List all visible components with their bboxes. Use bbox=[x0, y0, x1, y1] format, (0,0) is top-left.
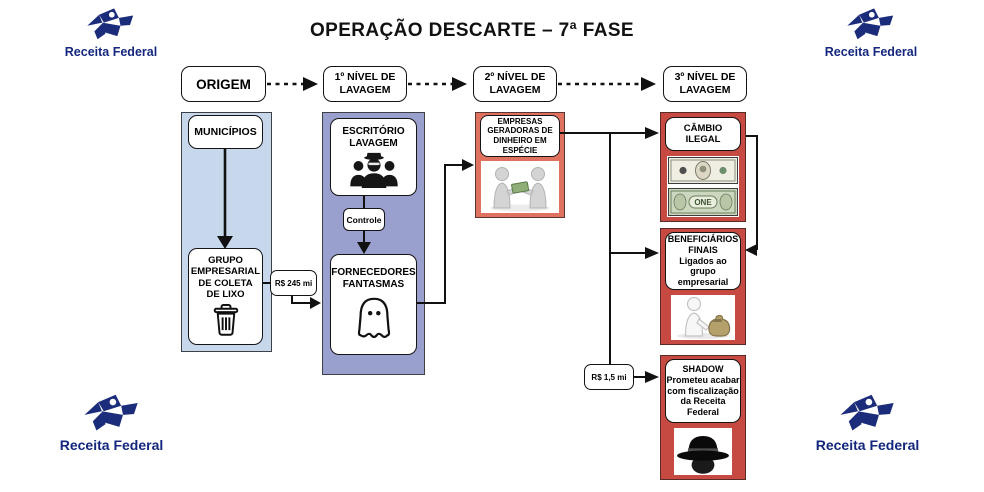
empresas-geradoras-box: EMPRESAS GERADORAS DE DINHEIRO EM ESPÉCI… bbox=[480, 115, 560, 157]
flow-header-origem: ORIGEM bbox=[181, 66, 266, 102]
receita-federal-icon bbox=[847, 8, 894, 40]
flow-header-nivel-2: 2º NÍVEL DE LAVAGEM bbox=[473, 66, 557, 102]
grupo-coleta-lixo-box: GRUPO EMPRESARIAL DE COLETA DE LIXO bbox=[188, 248, 263, 345]
receita-federal-label: Receita Federal bbox=[815, 437, 920, 453]
receita-federal-icon bbox=[84, 394, 138, 431]
receita-federal-label: Receita Federal bbox=[64, 45, 158, 59]
beneficiary-figure-image bbox=[671, 295, 735, 340]
receita-federal-label: Receita Federal bbox=[59, 437, 164, 453]
amount-r245mi-label: R$ 245 mi bbox=[274, 278, 313, 288]
ghost-icon bbox=[357, 297, 390, 338]
flow-header-label: 1º NÍVEL DE LAVAGEM bbox=[334, 71, 396, 96]
receita-federal-icon bbox=[87, 8, 134, 40]
receita-federal-logo-top-right: Receita Federal bbox=[812, 6, 930, 59]
fedora-hat-icon bbox=[677, 435, 729, 474]
escritorio-lavagem-label: ESCRITÓRIO LAVAGEM bbox=[342, 126, 405, 149]
cambio-ilegal-label: CÂMBIO ILEGAL bbox=[683, 123, 723, 145]
money-exchange-figures-icon bbox=[490, 167, 550, 212]
figure-with-money-bag-icon bbox=[677, 296, 731, 339]
page-title: OPERAÇÃO DESCARTE – 7ª FASE bbox=[309, 20, 634, 41]
grupo-coleta-lixo-label: GRUPO EMPRESARIAL DE COLETA DE LIXO bbox=[190, 255, 261, 300]
shadow-sub-label: Prometeu acabar com fiscalização da Rece… bbox=[666, 374, 740, 418]
receita-federal-logo-top-left: Receita Federal bbox=[52, 6, 170, 59]
flow-header-nivel-1: 1º NÍVEL DE LAVAGEM bbox=[323, 66, 407, 102]
flow-header-label: ORIGEM bbox=[196, 76, 251, 92]
receita-federal-label: Receita Federal bbox=[824, 45, 918, 59]
flow-header-nivel-3: 3º NÍVEL DE LAVAGEM bbox=[663, 66, 747, 102]
shadow-box: SHADOW Prometeu acabar com fiscalização … bbox=[665, 359, 741, 423]
beneficiarios-finais-sub-label: Ligados ao grupo empresarial bbox=[677, 255, 729, 288]
fornecedores-fantasmas-box: FORNECEDORES FANTASMAS bbox=[330, 254, 417, 355]
shadow-label: SHADOW bbox=[682, 363, 724, 374]
fedora-shadow-image bbox=[674, 428, 732, 475]
flow-header-label: 3º NÍVEL DE LAVAGEM bbox=[674, 71, 736, 96]
people-group-icon bbox=[349, 152, 398, 188]
receita-federal-logo-bottom-right: Receita Federal bbox=[800, 392, 935, 453]
municipios-label: MUNICÍPIOS bbox=[194, 126, 257, 138]
empresas-geradoras-label: EMPRESAS GERADORAS DE DINHEIRO EM ESPÉCI… bbox=[487, 116, 553, 155]
flow-header-label: 2º NÍVEL DE LAVAGEM bbox=[484, 71, 546, 96]
dollar-bill-image: ONE bbox=[667, 156, 739, 217]
controle-box: Controle bbox=[343, 208, 385, 231]
amount-r245mi-box: R$ 245 mi bbox=[270, 270, 317, 296]
controle-label: Controle bbox=[346, 214, 382, 225]
trash-icon bbox=[213, 303, 238, 336]
dollar-bill-icon: ONE bbox=[668, 157, 738, 216]
municipios-box: MUNICÍPIOS bbox=[188, 115, 263, 149]
receita-federal-logo-bottom-left: Receita Federal bbox=[44, 392, 179, 453]
amount-r15mi-label: R$ 1,5 mi bbox=[591, 372, 627, 382]
beneficiarios-finais-label: BENEFICIÁRIOS FINAIS bbox=[667, 233, 739, 255]
fornecedores-fantasmas-label: FORNECEDORES FANTASMAS bbox=[331, 266, 416, 290]
money-exchange-image bbox=[481, 161, 559, 213]
beneficiarios-finais-box: BENEFICIÁRIOS FINAIS Ligados ao grupo em… bbox=[665, 232, 741, 290]
escritorio-lavagem-box: ESCRITÓRIO LAVAGEM bbox=[330, 118, 417, 196]
receita-federal-icon bbox=[840, 394, 894, 431]
amount-r15mi-box: R$ 1,5 mi bbox=[584, 364, 634, 390]
bill-denomination-label: ONE bbox=[694, 198, 712, 207]
cambio-ilegal-box: CÂMBIO ILEGAL bbox=[665, 117, 741, 151]
